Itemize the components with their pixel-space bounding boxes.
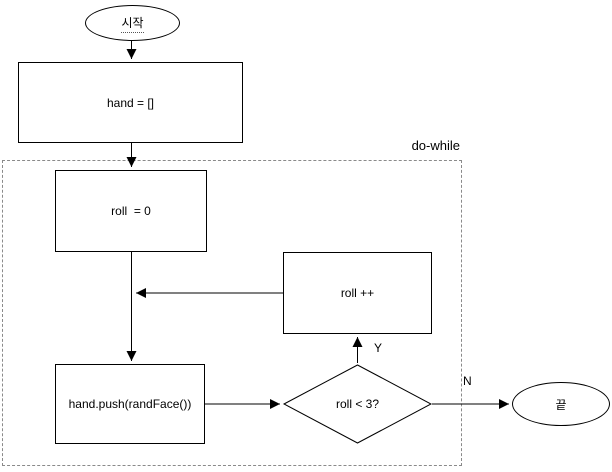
do-while-region-label: do-while [411, 138, 460, 153]
node-start: 시작 [85, 5, 180, 41]
node-start-label: 시작 [121, 14, 144, 33]
node-condition-label: roll < 3? [335, 397, 380, 411]
node-increment: roll ++ [283, 252, 432, 334]
node-push-label: hand.push(randFace()) [68, 397, 192, 411]
node-end-label: 끝 [555, 397, 567, 412]
edge-label-yes: Y [374, 341, 383, 355]
do-while-region [2, 160, 462, 466]
edge-label-no: N [463, 374, 472, 388]
decision-diamond-shape [283, 364, 432, 444]
node-end: 끝 [512, 382, 610, 426]
node-push: hand.push(randFace()) [55, 364, 205, 444]
node-init-hand-label: hand = [] [106, 95, 155, 110]
node-init-roll: roll = 0 [55, 170, 207, 252]
node-init-roll-label: roll = 0 [111, 204, 151, 218]
node-increment-label: roll ++ [340, 286, 375, 300]
node-condition: roll < 3? [283, 364, 432, 444]
node-init-hand: hand = [] [18, 62, 243, 143]
